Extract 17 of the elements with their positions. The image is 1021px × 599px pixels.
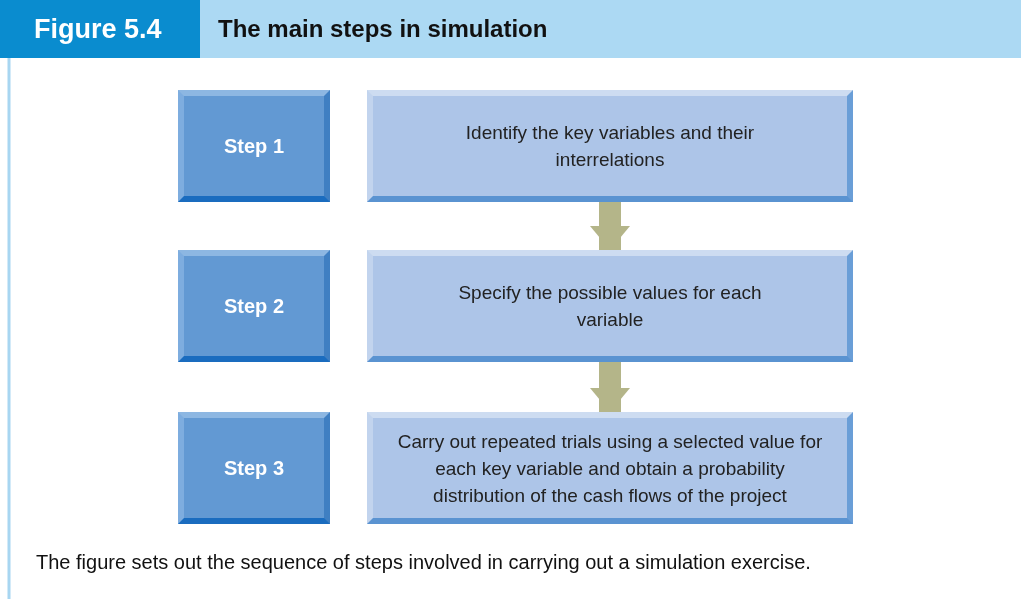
figure-number: Figure 5.4	[0, 0, 200, 58]
step-box	[178, 90, 330, 202]
arrow	[590, 202, 630, 250]
arrow	[590, 362, 630, 412]
step-label: Step 1	[224, 134, 284, 158]
figure-title: The main steps in simulation	[218, 14, 548, 44]
step-description: Carry out repeated trials using a selected value for each key variable and obtain a probability distribution of the cash flows of the project	[396, 429, 824, 508]
step-description: Specify the possible values for each variable	[457, 281, 763, 332]
step-box	[178, 412, 330, 524]
step-label: Step 2	[224, 294, 284, 318]
process-box	[367, 90, 853, 202]
step-label: Step 3	[224, 456, 284, 480]
caption: The figure sets out the sequence of steps involved in carrying out a simulation exercise.	[36, 551, 811, 574]
process-box	[367, 250, 853, 362]
step-description: Identify the key variables and their interrelations	[464, 121, 756, 172]
step-box	[178, 250, 330, 362]
process-box	[367, 412, 853, 524]
